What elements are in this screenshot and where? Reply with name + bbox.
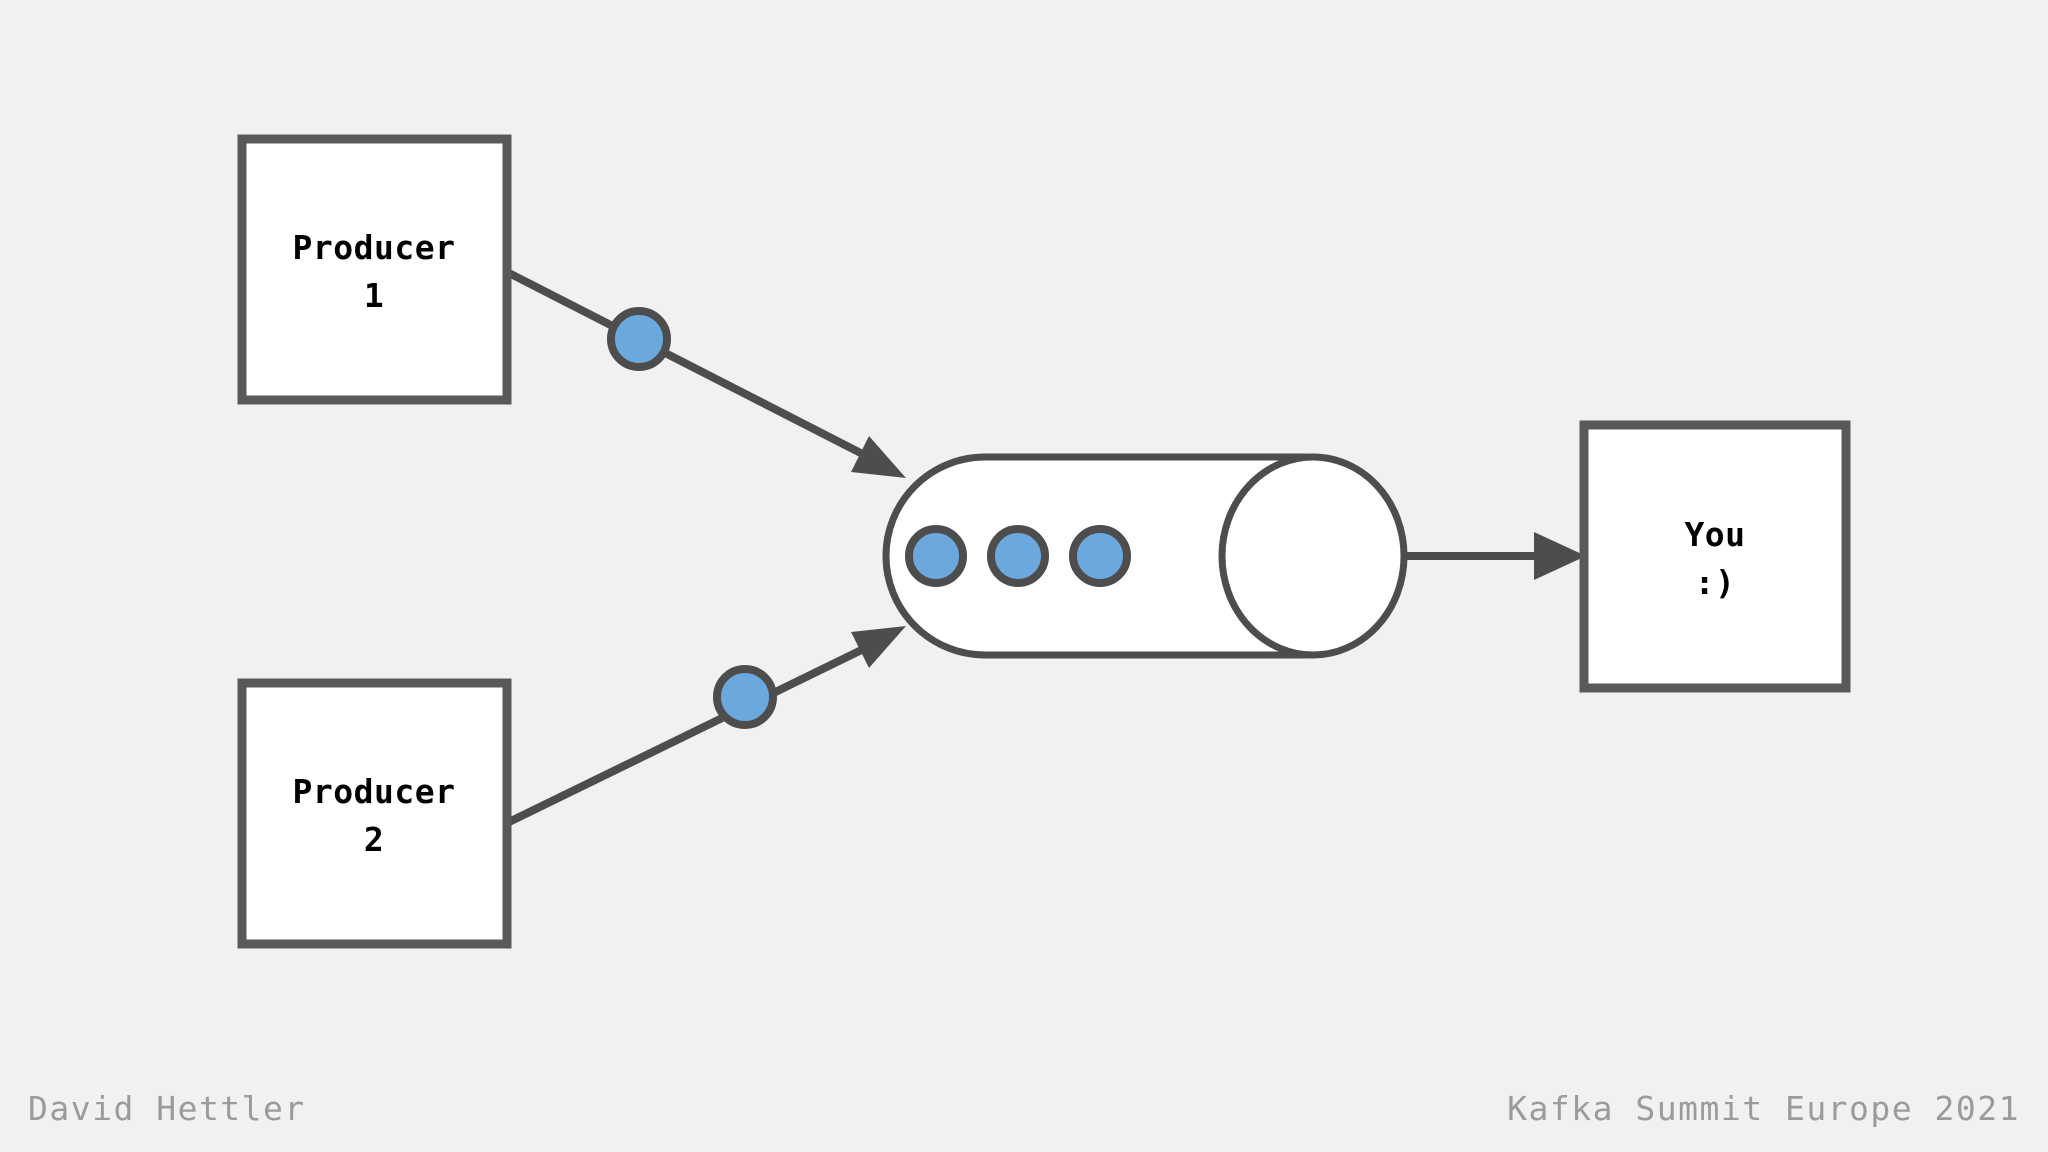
edge-producer2-line bbox=[505, 634, 888, 827]
producer-2-box[interactable] bbox=[237, 678, 512, 949]
producer-2-label-line2: 2 bbox=[364, 820, 384, 859]
node-topic-queue[interactable] bbox=[882, 453, 1408, 659]
in-flight-message-2 bbox=[713, 665, 777, 729]
footer-presenter-name: David Hettler bbox=[28, 1089, 306, 1128]
edge-producer2-to-topic bbox=[505, 626, 906, 827]
queued-message-2 bbox=[987, 525, 1049, 587]
producer-2-label-line1: Producer bbox=[293, 772, 456, 811]
node-consumer[interactable]: You :) bbox=[1579, 420, 1851, 693]
edge-topic-to-consumer bbox=[1404, 532, 1586, 580]
consumer-label-line1: You bbox=[1684, 515, 1745, 554]
in-flight-message-1 bbox=[607, 307, 671, 371]
edge-producer1-to-topic bbox=[505, 268, 906, 478]
edge-consumer-arrowhead bbox=[1534, 532, 1586, 580]
topic-queue-cap bbox=[1218, 453, 1408, 659]
producer-1-label-line1: Producer bbox=[293, 228, 456, 267]
edge-producer2-arrowhead bbox=[851, 626, 906, 668]
producer-1-label-line2: 1 bbox=[364, 276, 384, 315]
node-producer-2[interactable]: Producer 2 bbox=[237, 678, 512, 949]
edge-producer1-arrowhead bbox=[851, 436, 906, 478]
consumer-box[interactable] bbox=[1579, 420, 1851, 693]
consumer-label-line2: :) bbox=[1695, 563, 1736, 602]
queued-message-1 bbox=[905, 525, 967, 587]
footer-event-name: Kafka Summit Europe 2021 bbox=[1507, 1089, 2020, 1128]
node-producer-1[interactable]: Producer 1 bbox=[237, 134, 512, 405]
edge-producer1-line bbox=[505, 268, 888, 470]
producer-1-box[interactable] bbox=[237, 134, 512, 405]
queued-message-3 bbox=[1069, 525, 1131, 587]
